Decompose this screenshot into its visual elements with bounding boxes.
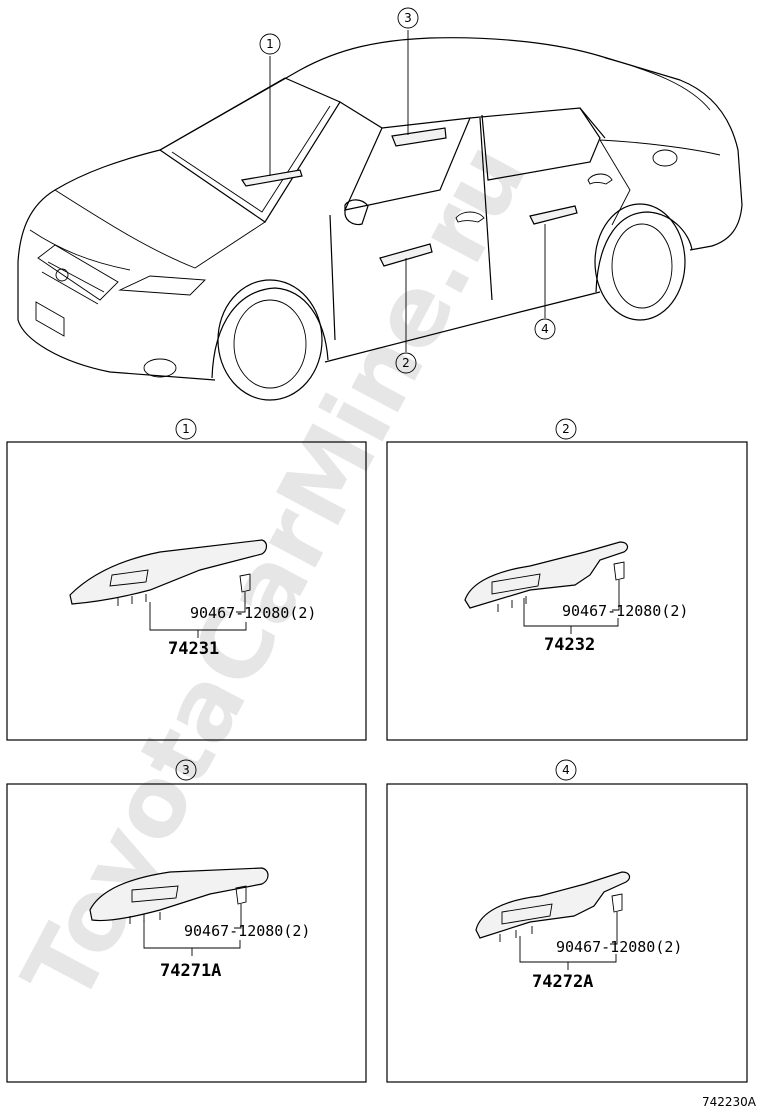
panel-1: 1 90467-12080(2) 74231 (6, 418, 367, 741)
car-callout-1: 1 (259, 33, 281, 55)
fastener-label: 90467-12080(2) (190, 604, 316, 622)
screw-clip-icon (239, 573, 251, 593)
svg-text:1: 1 (182, 422, 190, 436)
car-callout-3: 3 (397, 7, 419, 29)
switch-base-illustration (475, 871, 631, 942)
car-callout-2: 2 (395, 352, 417, 374)
part-number: 74231 (168, 639, 219, 659)
svg-text:1: 1 (266, 37, 274, 51)
switch-base-illustration (69, 539, 268, 606)
panel-callout-2: 2 (555, 418, 577, 440)
screw-clip-icon (611, 893, 623, 913)
switch-base-illustration (464, 541, 629, 612)
panel-frame (386, 441, 748, 741)
panel-callout-3: 3 (175, 759, 197, 781)
switch-base-illustration (89, 867, 269, 924)
panel-frame (386, 783, 748, 1083)
part-number: 74232 (544, 635, 595, 655)
svg-text:3: 3 (182, 763, 190, 777)
svg-text:2: 2 (562, 422, 570, 436)
part-number: 74271A (160, 961, 221, 981)
panel-callout-1: 1 (175, 418, 197, 440)
watermark: ToyotaCarMine.ru (1, 125, 548, 1020)
svg-text:4: 4 (562, 763, 570, 777)
panel-frame (6, 783, 367, 1083)
panel-frame (6, 441, 367, 741)
part-number: 74272A (532, 972, 593, 992)
svg-text:3: 3 (404, 11, 412, 25)
fastener-label: 90467-12080(2) (556, 938, 682, 956)
reference-code: 742230A (702, 1095, 757, 1109)
car-callout-4: 4 (534, 318, 556, 340)
car-illustration (17, 37, 743, 401)
fastener-label: 90467-12080(2) (184, 922, 310, 940)
panel-3: 3 90467-12080(2) 74271A (6, 759, 367, 1083)
panel-2: 2 90467-12080(2) 74232 (386, 418, 748, 741)
svg-text:4: 4 (541, 322, 549, 336)
panel-4: 4 90467-12080(2) 74272A (386, 759, 748, 1083)
svg-text:2: 2 (402, 356, 410, 370)
panel-callout-4: 4 (555, 759, 577, 781)
fastener-label: 90467-12080(2) (562, 602, 688, 620)
screw-clip-icon (235, 885, 247, 905)
screw-clip-icon (613, 561, 625, 581)
